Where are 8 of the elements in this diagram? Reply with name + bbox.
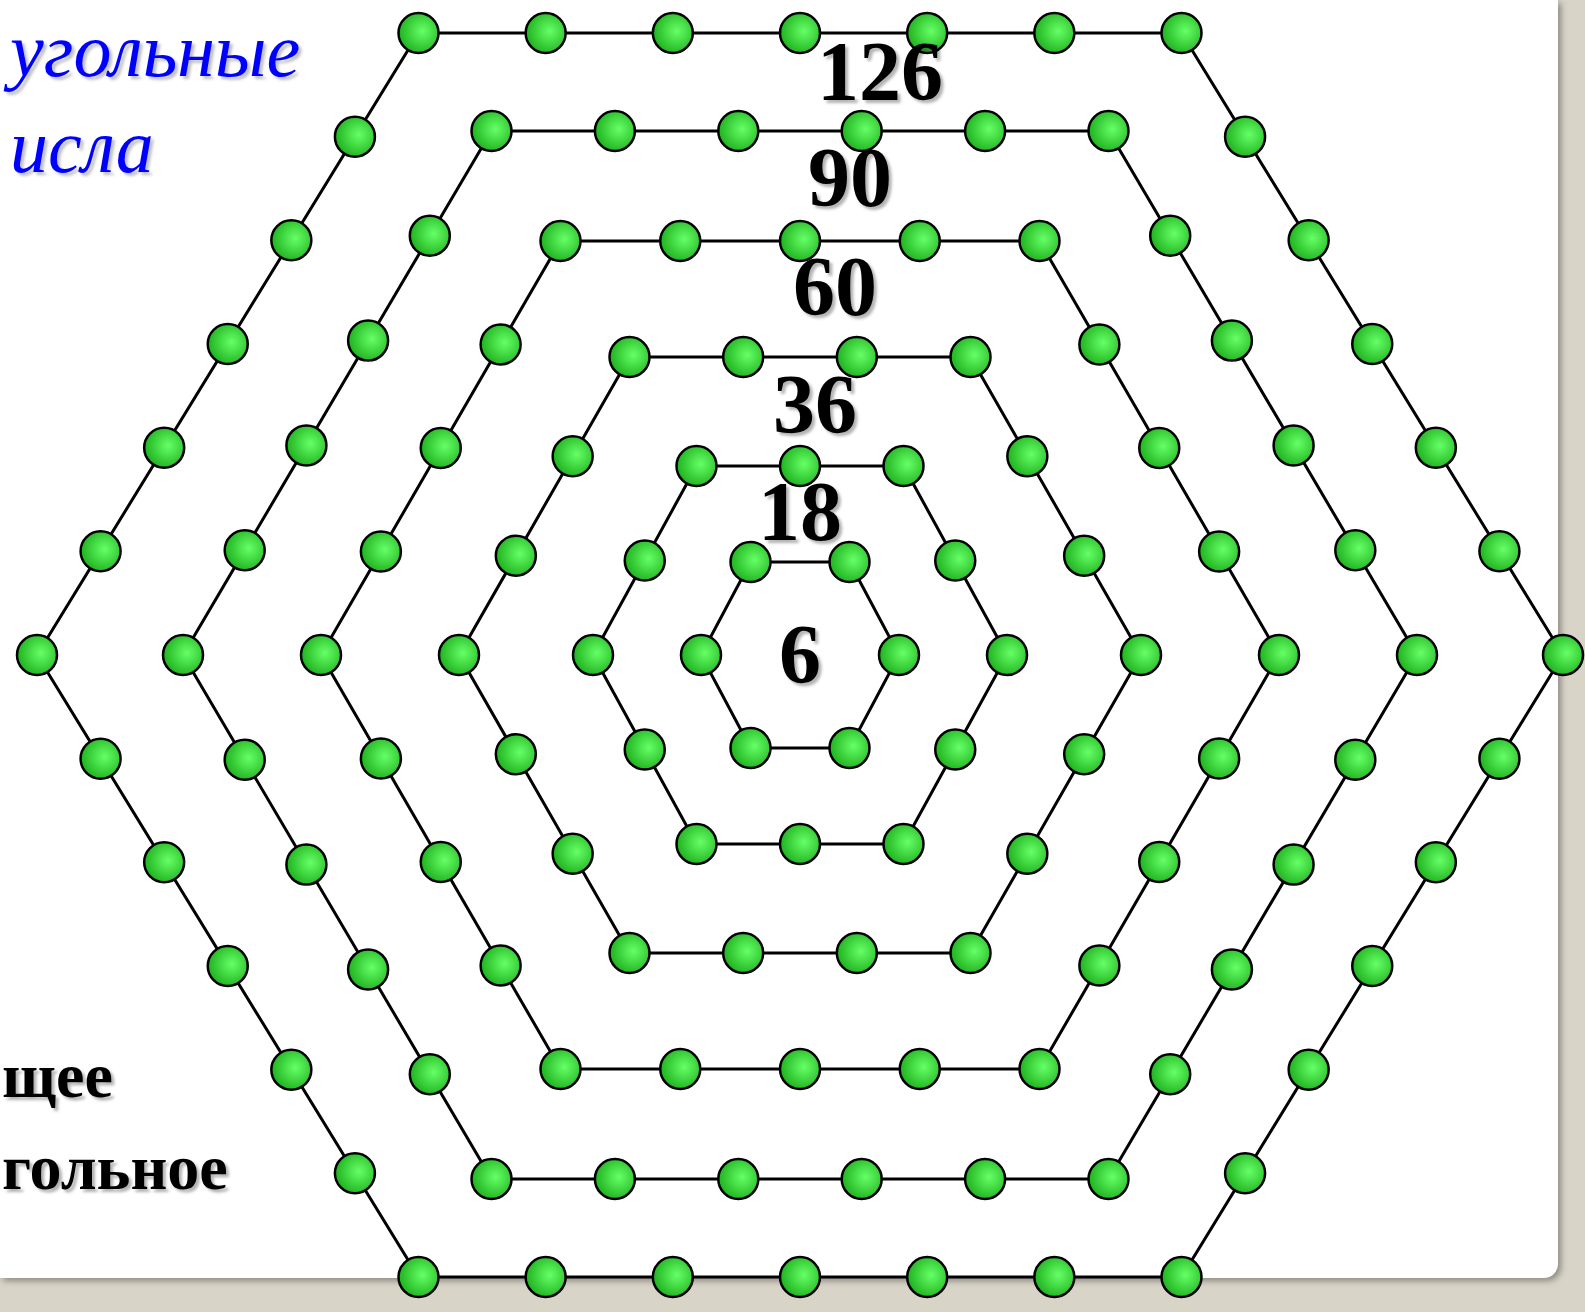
number-label: 6 bbox=[779, 613, 821, 697]
number-label: 36 bbox=[773, 363, 857, 447]
body-text: щее гольное bbox=[2, 1039, 229, 1205]
number-label: 60 bbox=[793, 245, 877, 329]
number-label: 18 bbox=[758, 470, 842, 554]
title: угольные исла bbox=[4, 2, 364, 194]
number-label: 126 bbox=[817, 30, 943, 114]
number-label: 90 bbox=[808, 136, 892, 220]
